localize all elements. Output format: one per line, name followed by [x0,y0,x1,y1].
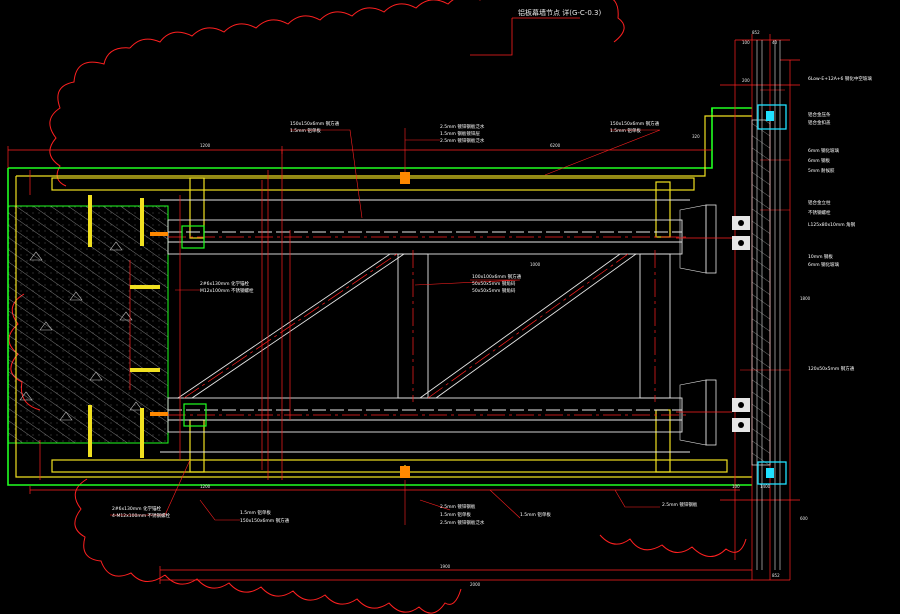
note-mid-left2: M12x100mm 不锈钢螺栓 [200,287,254,294]
yellow-panels [15,115,752,478]
note-right4: 6mm 钢化玻璃 [808,147,840,154]
note-mid-center3: 50x50x5mm 钢角码 [472,287,516,294]
dim-bottom-right-1: 100 [732,484,740,489]
steel-members [160,199,690,453]
note-bottom-b1: 1.5mm 铝单板 [240,509,271,516]
note-top-a1: 150x150x6mm 钢方通 [290,120,340,127]
note-right2: 铝合金压条 [808,111,831,118]
note-top-c1: 150x150x6mm 钢方通 [610,120,660,127]
note-bottom-c2: 1.5mm 铝单板 [440,511,471,518]
revision-cloud [8,0,747,614]
note-right10: 10mm 钢板 [808,253,833,260]
note-top-b2: 1.5mm 钢板镀锌层 [440,130,480,137]
dim-top-right-1: 852 [752,30,760,35]
note-right11: 6mm 钢化玻璃 [808,261,840,268]
dim-bottom-left: 1200 [200,484,211,489]
note-right5: 6mm 钢板 [808,157,831,164]
note-top-a2: 1.5mm 铝单板 [290,127,321,134]
note-bottom-d: 1.5mm 铝单板 [520,511,551,518]
note-right9: L125x80x10mm 角钢 [808,221,856,228]
glass-curtain-wall [751,40,787,570]
dim-top-right-3: 40 [772,40,778,45]
dim-bottom-right-3: 852 [772,573,780,578]
note-right6: 5mm 耐候胶 [808,167,835,174]
note-right1: 6Low-E+12A+6 钢化中空玻璃 [808,75,872,82]
note-top-b1: 2.5mm 镀锌钢板泛水 [440,123,485,130]
note-right3: 铝合金扣盖 [808,119,831,126]
note-top-c2: 1.5mm 铝单板 [610,127,641,134]
dim-right-height: 1800 [800,296,811,301]
right-brackets [676,204,750,446]
green-cladding-outline [7,107,752,486]
note-bottom-c3: 2.5mm 镀锌钢板泛水 [440,519,485,526]
dim-bottom-total-1: 1900 [440,564,451,569]
dim-top-left: 1200 [200,143,211,148]
note-bottom-c1: 2.5mm 镀锌钢板 [440,503,476,510]
leader-lines [110,89,790,525]
note-mid-center2: 50x50x5mm 钢角码 [472,280,516,287]
dim-bottom-right-2: 1400 [760,484,771,489]
anchor-bolts [88,172,410,478]
title-callout: 铝板幕墙节点 详(G-C-0.3) [518,8,601,17]
note-bottom-a2: 4-M12x100mm 不锈钢螺栓 [112,512,171,519]
centerlines [129,150,690,480]
dim-top-right-4: 200 [742,78,750,83]
dim-right-small: 600 [800,516,808,521]
dim-bottom-total-2: 2000 [470,582,481,587]
note-right12: 120x50x5mm 钢方通 [808,365,855,372]
note-bottom-e: 2.5mm 镀锌钢板 [662,501,698,508]
note-mid-left1: 2#6x130mm 化学锚栓 [200,280,249,287]
note-bottom-a1: 2#6x130mm 化学锚栓 [112,505,161,512]
dim-mid-right: 320 [692,134,700,139]
note-top-b3: 2.5mm 镀锌钢板泛水 [440,137,485,144]
note-mid-center1: 100x100x6mm 钢方通 [472,273,522,280]
dim-truss-span: 1000 [530,262,541,267]
dim-top-right-2: 100 [742,40,750,45]
note-bottom-b2: 150x150x6mm 钢方通 [240,517,290,524]
note-right7: 铝合金立柱 [808,199,831,206]
aggregate-triangles [19,241,143,421]
dim-center-span: 6200 [550,143,561,148]
note-right8: 不锈钢螺栓 [808,209,831,216]
